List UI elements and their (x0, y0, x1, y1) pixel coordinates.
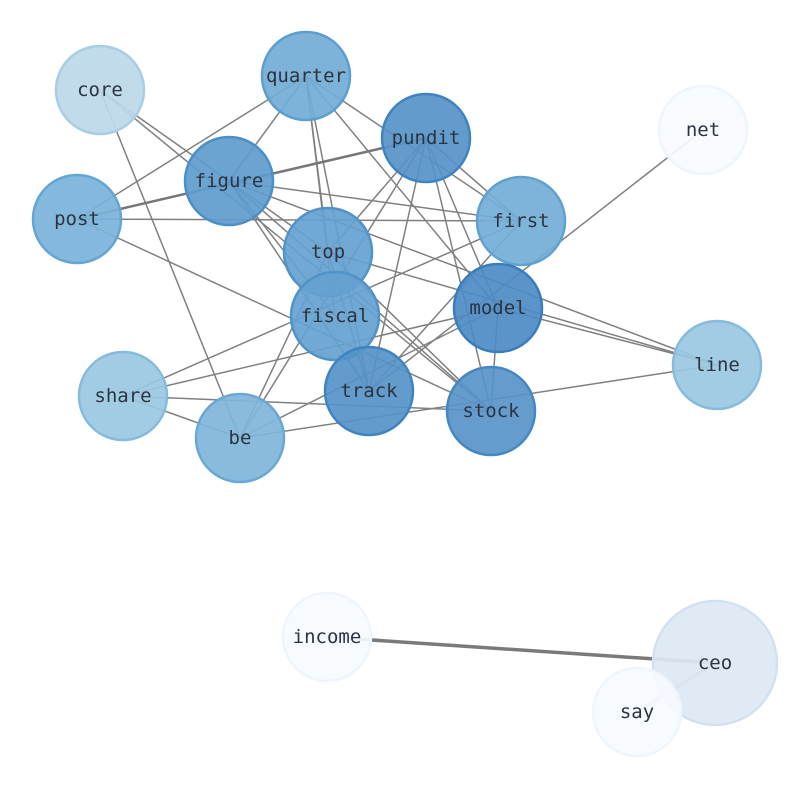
node-track: track (323, 345, 415, 437)
node-label-core: core (77, 79, 123, 101)
node-label-post: post (54, 208, 100, 230)
node-post: post (31, 173, 123, 265)
node-line: line (671, 319, 763, 411)
node-label-say: say (620, 701, 654, 723)
node-circle-post (31, 173, 123, 265)
edge-quarter-model (305, 75, 499, 309)
node-model: model (452, 262, 544, 354)
node-circle-fiscal (289, 270, 381, 362)
edge-income-ceo (325, 635, 717, 665)
node-circle-line (671, 319, 763, 411)
node-be: be (194, 392, 286, 484)
node-circle-say (591, 666, 683, 758)
node-circle-stock (445, 365, 537, 457)
node-net: net (657, 84, 749, 176)
node-label-quarter: quarter (266, 65, 346, 87)
edge-pundit-stock (425, 137, 492, 412)
node-stock: stock (445, 365, 537, 457)
node-income: income (281, 591, 373, 683)
node-label-income: income (293, 626, 362, 648)
node-label-figure: figure (195, 170, 264, 192)
node-circle-net (657, 84, 749, 176)
node-label-fiscal: fiscal (301, 305, 370, 327)
node-label-net: net (686, 119, 720, 141)
node-circle-quarter (260, 30, 352, 122)
node-circle-model (452, 262, 544, 354)
node-label-model: model (469, 297, 526, 319)
node-circle-ceo (651, 599, 779, 727)
node-share: share (77, 350, 169, 442)
node-circle-pundit (380, 92, 472, 184)
node-quarter: quarter (260, 30, 352, 122)
node-label-ceo: ceo (698, 652, 732, 674)
node-circle-core (54, 44, 146, 136)
node-fiscal: fiscal (289, 270, 381, 362)
edge-post-stock (76, 218, 492, 412)
node-label-share: share (94, 385, 151, 407)
edge-figure-first (228, 180, 522, 222)
node-circle-income (281, 591, 373, 683)
nodes-layer: core quarter pundit net figure post first top fi… (31, 30, 779, 758)
node-figure: figure (183, 135, 275, 227)
node-label-be: be (229, 427, 252, 449)
node-first: first (475, 175, 567, 267)
node-label-top: top (311, 241, 345, 263)
node-label-track: track (340, 380, 398, 402)
node-label-first: first (492, 210, 549, 232)
node-circle-first (475, 175, 567, 267)
node-circle-share (77, 350, 169, 442)
node-circle-figure (183, 135, 275, 227)
node-label-stock: stock (462, 400, 520, 422)
node-circle-track (323, 345, 415, 437)
node-label-pundit: pundit (392, 127, 461, 149)
node-ceo: ceo (651, 599, 779, 727)
node-core: core (54, 44, 146, 136)
edge-core-be (99, 89, 241, 439)
node-pundit: pundit (380, 92, 472, 184)
node-circle-be (194, 392, 286, 484)
node-say: say (591, 666, 683, 758)
node-label-line: line (694, 354, 740, 376)
